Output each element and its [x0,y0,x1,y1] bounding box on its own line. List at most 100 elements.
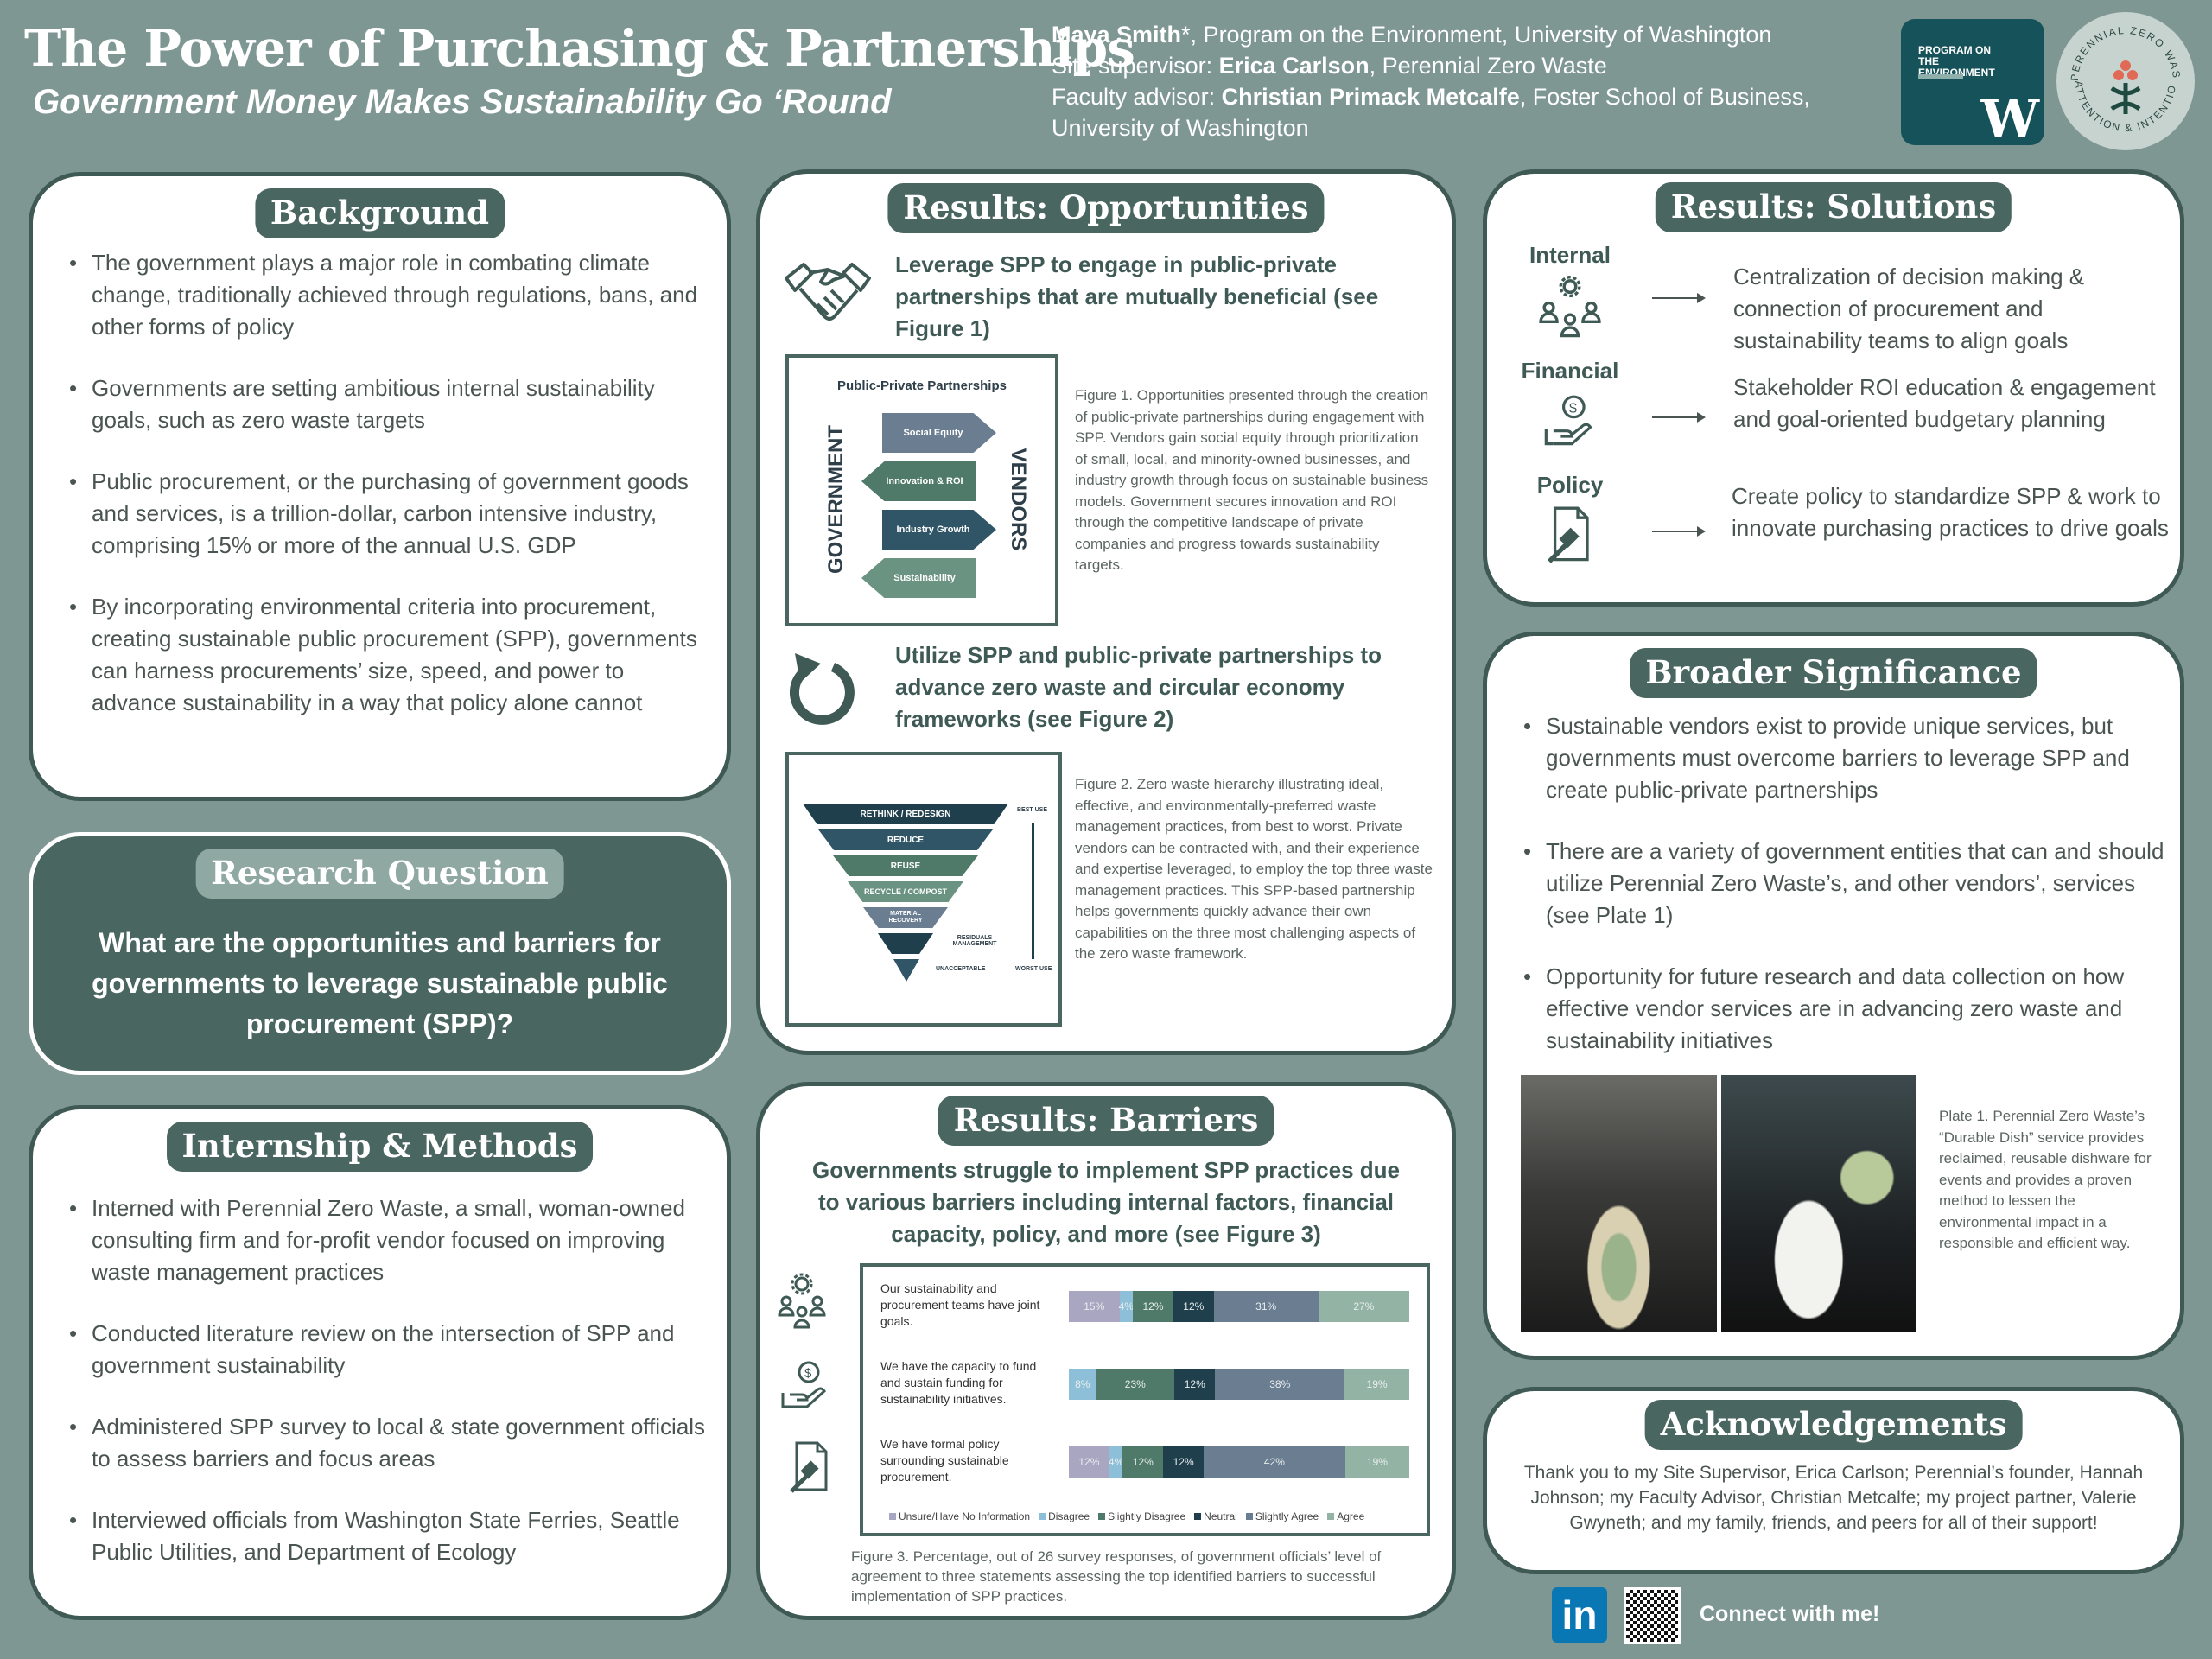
hierarchy-level-unacceptable [893,959,919,982]
bar-segment: 12% [1122,1446,1164,1478]
fig1-arrow-left: Sustainability [861,558,976,598]
hierarchy-level: REUSE [833,855,978,876]
worst-use-label: WORST USE [1015,966,1052,972]
background-heading: Background [254,188,505,238]
advisor-label: Faculty advisor: [1052,84,1222,110]
significance-bullet: Sustainable vendors exist to provide uni… [1523,710,2171,806]
bar-segment: 8% [1069,1369,1096,1400]
perennial-zero-waste-logo: PERENNIAL ZERO WASTE ATTENTION & INTENTI… [2052,3,2195,150]
bar-segment: 12% [1174,1369,1216,1400]
chart-category-label: Our sustainability and procurement teams… [880,1281,1040,1328]
solutions-heading: Results: Solutions [1655,182,2012,232]
barriers-heading: Results: Barriers [938,1096,1274,1146]
bar-segment: 12% [1069,1446,1109,1478]
hand-money-icon: $ [1544,395,1592,446]
handshake-icon [785,263,871,321]
legend-swatch [1194,1513,1202,1520]
uw-logo-bar [1918,74,1963,79]
svg-text:$: $ [1569,401,1577,416]
advisor-name: Christian Primack Metcalfe [1221,84,1520,110]
background-bullet: Governments are setting ambitious intern… [69,372,709,436]
team-gear-icon [1539,276,1601,338]
bar-segment: 4% [1109,1446,1123,1478]
best-worst-arrow [1032,823,1034,959]
legend-swatch [1327,1513,1335,1520]
bar-segment: 23% [1096,1369,1175,1400]
unacceptable-label: UNACCEPTABLE [936,966,986,972]
bar-segment: 27% [1318,1291,1409,1322]
hierarchy-level: MATERIAL RECOVERY [863,907,948,928]
significance-heading: Broader Significance [1630,648,2037,698]
figure-3-caption: Figure 3. Percentage, out of 26 survey r… [851,1548,1382,1605]
linkedin-text: in [1561,1592,1598,1637]
solution-arrow [1652,526,1706,537]
acknowledgements-panel: Acknowledgements Thank you to my Site Su… [1483,1387,2184,1574]
qr-pattern [1626,1590,1678,1642]
hierarchy-level-residuals [878,933,933,954]
residuals-label: RESIDUALS MANAGEMENT [952,935,997,947]
methods-bullet: Interviewed officials from Washington St… [69,1504,717,1568]
background-bullet: Public procurement, or the purchasing of… [69,466,709,562]
opportunities-heading: Results: Opportunities [887,183,1325,233]
legend-item: Unsure/Have No Information [889,1510,1030,1522]
author-block: Maya Smith*, Program on the Environment,… [1052,19,1881,143]
background-bullet: By incorporating environmental criteria … [69,591,709,719]
author-name: Maya Smith [1052,22,1182,48]
advisor-affiliation: , Foster School of Business, University … [1052,84,1810,141]
team-gear-icon [778,1273,826,1329]
poster-subtitle: Government Money Makes Sustainability Go… [33,83,892,121]
hierarchy-level: RECYCLE / COMPOST [848,881,963,902]
background-bullet: The government plays a major role in com… [69,247,709,343]
bar-segment: 38% [1215,1369,1345,1400]
hierarchy-level: REDUCE [818,830,993,850]
qr-code[interactable] [1624,1587,1681,1644]
opportunity-point-2: Utilize SPP and public-private partnersh… [895,642,1382,732]
linkedin-icon[interactable]: in [1552,1587,1607,1643]
solution-text-internal: Centralization of decision making & conn… [1733,264,2085,353]
barriers-lead: Governments struggle to implement SPP pr… [811,1157,1401,1247]
solution-label-internal: Internal [1529,242,1611,268]
research-question-text: What are the opportunities and barriers … [92,927,668,1039]
bar-segment: 12% [1173,1291,1214,1322]
methods-bullet: Administered SPP survey to local & state… [69,1411,717,1475]
significance-bullet: There are a variety of government entiti… [1523,836,2171,931]
poster-title: The Power of Purchasing & Partnerships [24,19,1135,78]
legend-item: Slightly Agree [1245,1510,1319,1522]
author-affiliation: *, Program on the Environment, Universit… [1181,22,1772,48]
bar-segment: 42% [1204,1446,1345,1478]
bar-segment: 4% [1119,1291,1134,1322]
legend-item: Disagree [1039,1510,1090,1522]
fig1-arrow-right: Social Equity [882,413,996,453]
svg-text:$: $ [804,1366,812,1381]
chart-legend: Unsure/Have No Information Disagree Slight… [889,1510,1364,1522]
fig1-arrow-right: Industry Growth [882,510,996,550]
methods-bullet: Interned with Perennial Zero Waste, a sm… [69,1192,717,1288]
circular-arrow-icon [789,653,855,725]
supervisor-affiliation: , Perennial Zero Waste [1369,53,1607,79]
fig1-vendors-label: VENDORS [1007,448,1030,551]
legend-item: Agree [1327,1510,1364,1522]
uw-program-logo: PROGRAM ON THE ENVIRONMENT W [1901,19,2044,145]
solution-label-policy: Policy [1536,472,1604,498]
solution-text-financial: Stakeholder ROI education & engagement a… [1733,374,2156,432]
fig1-arrow-left: Innovation & ROI [861,461,976,501]
bar-segment: 15% [1069,1291,1120,1322]
supervisor-label: Site supervisor: [1052,53,1219,79]
bar-segment: 31% [1213,1291,1319,1322]
figure-1-partnerships: Public-Private Partnerships GOVERNMENT V… [785,354,1058,626]
bar-segment: 12% [1163,1446,1205,1478]
legend-swatch [1039,1513,1046,1520]
research-question-heading: Research Question [195,849,564,899]
opportunity-point-1: Leverage SPP to engage in public-private… [895,251,1379,341]
figure-3-stacked-bar-chart: Our sustainability and procurement teams… [860,1263,1430,1536]
solution-arrow [1652,412,1706,423]
solution-label-financial: Financial [1521,358,1619,384]
acknowledgements-text: Thank you to my Site Supervisor, Erica C… [1523,1463,2144,1533]
bar-segment: 19% [1344,1446,1409,1478]
research-question-panel: Research Question What are the opportuni… [29,832,731,1075]
solution-text-policy: Create policy to standardize SPP & work … [1732,483,2169,541]
hierarchy-level: RETHINK / REDESIGN [803,804,1008,824]
figure-2-zero-waste-hierarchy: RETHINK / REDESIGN REDUCE REUSE RECYCLE … [785,752,1062,1027]
policy-document-icon [790,1441,828,1493]
legend-item: Neutral [1194,1510,1237,1522]
